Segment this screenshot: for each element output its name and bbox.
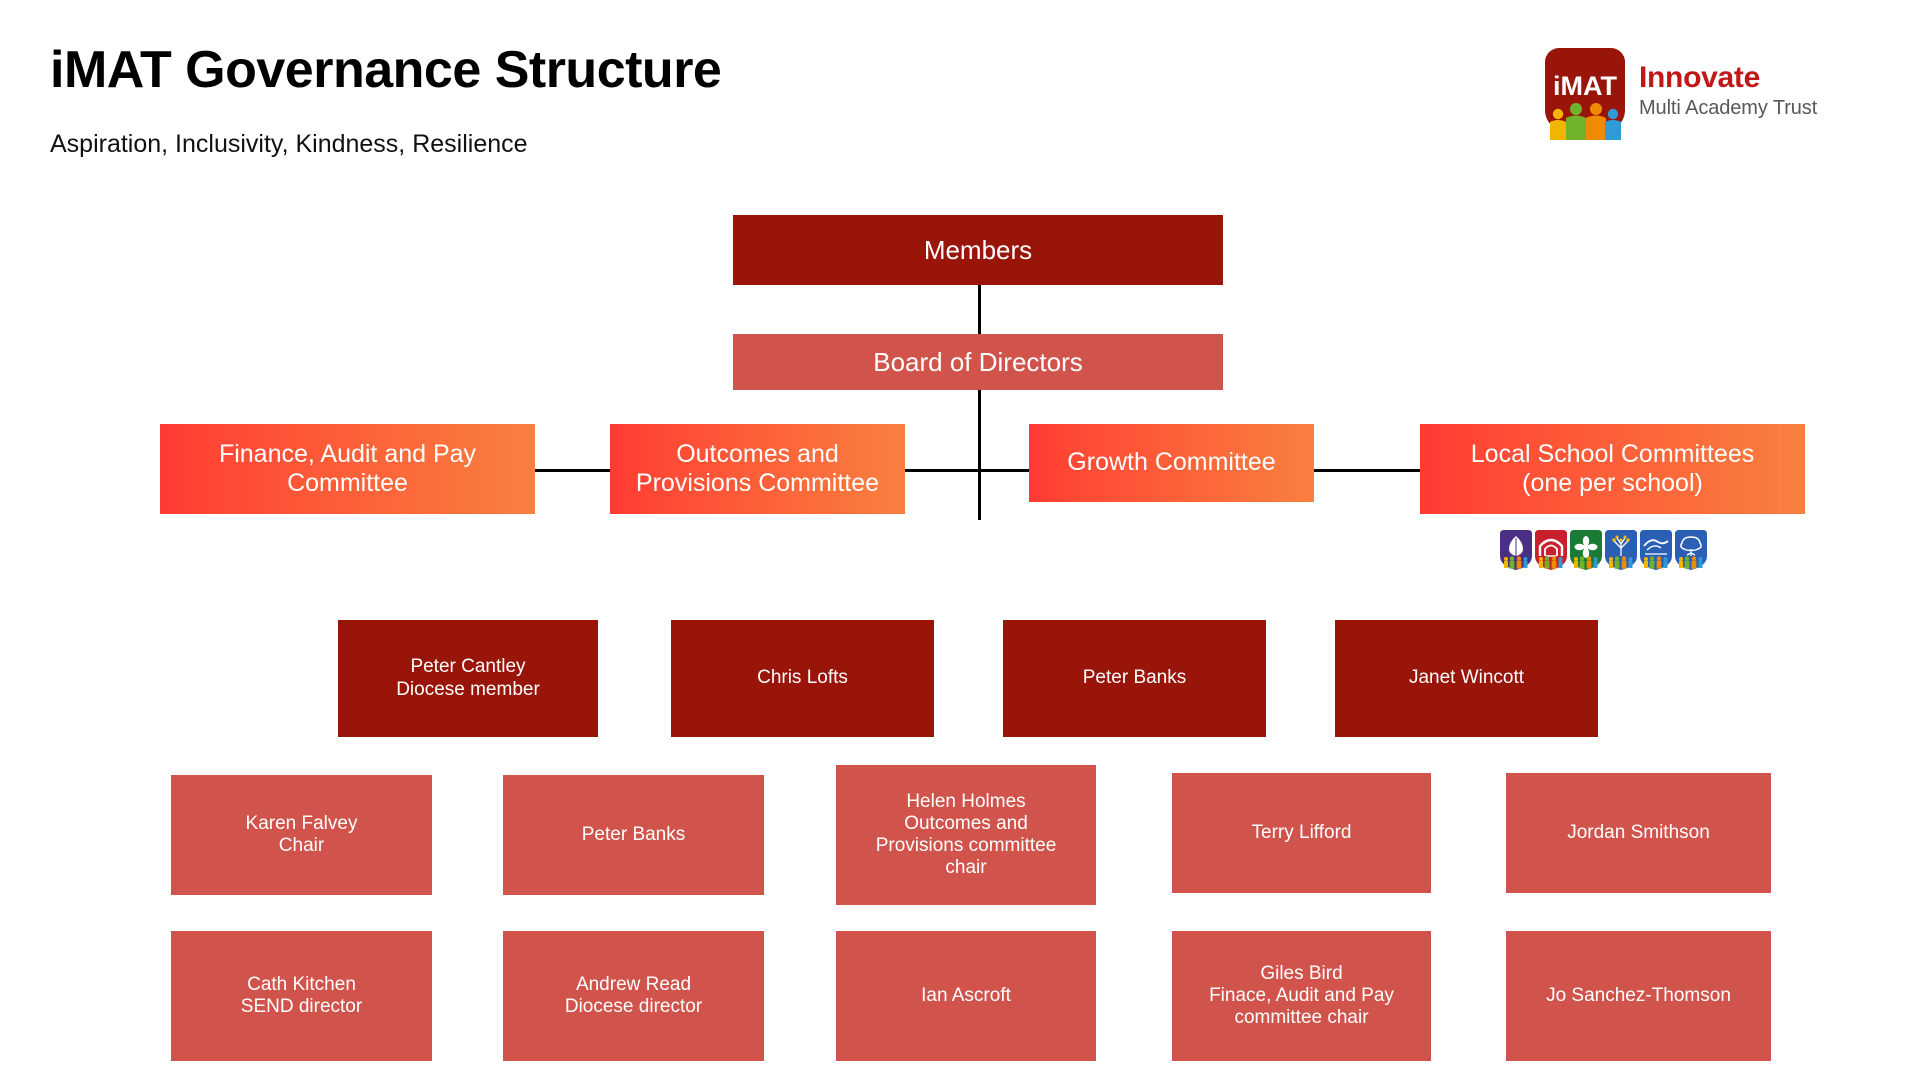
person-name: Jordan Smithson [1567, 821, 1710, 843]
node-board-label: Board of Directors [873, 346, 1083, 377]
person-name: Janet Wincott [1408, 667, 1525, 689]
committee-line-2: Committee [287, 469, 408, 497]
page-title: iMAT Governance Structure [50, 41, 722, 99]
school-crest-oak[interactable] [1675, 530, 1707, 570]
svg-text:iMAT: iMAT [1553, 71, 1617, 101]
school-crests-group [1500, 530, 1707, 570]
node-director-giles-bird[interactable]: Giles Bird Finace, Audit and Pay committ… [1172, 931, 1431, 1061]
node-director-ian-ascroft[interactable]: Ian Ascroft [836, 931, 1096, 1061]
person-role-line-1: Finace, Audit and Pay [1209, 984, 1394, 1006]
node-committee-finance-audit-pay[interactable]: Finance, Audit and Pay Committee [160, 424, 535, 514]
person-role: SEND director [240, 996, 363, 1017]
person-name: Chris Lofts [757, 667, 848, 689]
logo-brand-text: Innovate [1639, 61, 1760, 94]
school-crest-blossom-tree[interactable] [1605, 530, 1637, 570]
school-crest-tunnel[interactable] [1535, 530, 1567, 570]
person-name: Helen Holmes [906, 790, 1026, 812]
person-role-line-1: Outcomes and [904, 812, 1028, 834]
person-name: Cath Kitchen [247, 973, 356, 995]
committee-line-1: Finance, Audit and Pay [218, 439, 477, 468]
node-committee-growth[interactable]: Growth Committee [1029, 424, 1314, 502]
node-director-helen-holmes[interactable]: Helen Holmes Outcomes and Provisions com… [836, 765, 1096, 905]
node-board-of-directors[interactable]: Board of Directors [733, 334, 1223, 390]
node-director-terry-lifford[interactable]: Terry Lifford [1172, 773, 1431, 893]
person-role-line-2: Provisions committee [875, 835, 1057, 856]
node-person-janet-wincott[interactable]: Janet Wincott [1335, 620, 1598, 737]
school-crest-bird[interactable] [1640, 530, 1672, 570]
node-members-label: Members [923, 234, 1033, 265]
connector-fap-to-outcomes [534, 469, 614, 472]
person-name: Peter Banks [581, 823, 686, 845]
node-director-karen-falvey[interactable]: Karen Falvey Chair [171, 775, 432, 895]
connector-growth-to-local [1310, 469, 1420, 472]
person-name: Peter Cantley [410, 656, 526, 678]
person-name: Ian Ascroft [921, 984, 1011, 1006]
imat-shield-icon: iMAT [1545, 48, 1625, 140]
node-person-peter-cantley[interactable]: Peter Cantley Diocese member [338, 620, 598, 737]
person-role-line-3: chair [945, 857, 987, 879]
school-crest-leaf[interactable] [1500, 530, 1532, 570]
person-name: Giles Bird [1260, 962, 1343, 984]
person-name: Andrew Read [575, 973, 692, 995]
connector-outcomes-to-center [905, 469, 983, 472]
node-director-jordan-smithson[interactable]: Jordan Smithson [1506, 773, 1771, 893]
node-director-cath-kitchen[interactable]: Cath Kitchen SEND director [171, 931, 432, 1061]
logo-wordmark: Innovate Multi Academy Trust [1639, 62, 1817, 120]
committee-line-2: Provisions Committee [635, 469, 880, 497]
person-role: Diocese member [396, 678, 540, 700]
person-name: Peter Banks [1082, 667, 1187, 689]
connector-board-to-committees [978, 390, 981, 520]
imat-logo: iMAT Innovate Multi Academy Trust [1545, 48, 1895, 148]
connector-center-to-growth [975, 469, 1031, 472]
person-role-line-2: committee chair [1234, 1007, 1369, 1029]
node-person-chris-lofts[interactable]: Chris Lofts [671, 620, 934, 737]
node-committee-outcomes-provisions[interactable]: Outcomes and Provisions Committee [610, 424, 905, 514]
node-director-jo-sanchez-thomson[interactable]: Jo Sanchez-Thomson [1506, 931, 1771, 1061]
node-director-peter-banks[interactable]: Peter Banks [503, 775, 764, 895]
node-members[interactable]: Members [733, 215, 1223, 285]
person-role: Chair [278, 835, 325, 856]
node-person-peter-banks-member[interactable]: Peter Banks [1003, 620, 1266, 737]
person-name: Jo Sanchez-Thomson [1546, 984, 1731, 1006]
person-name: Terry Lifford [1251, 821, 1352, 843]
node-committee-local-school[interactable]: Local School Committees (one per school) [1420, 424, 1805, 514]
logo-tagline-text: Multi Academy Trust [1639, 96, 1818, 119]
connector-members-to-board [978, 284, 981, 334]
person-name: Karen Falvey [245, 812, 358, 834]
committee-line-1: Local School Committees [1470, 439, 1755, 468]
committee-line-1: Outcomes and [676, 439, 839, 468]
person-role: Diocese director [564, 996, 703, 1017]
page-subtitle: Aspiration, Inclusivity, Kindness, Resil… [50, 130, 528, 158]
node-director-andrew-read[interactable]: Andrew Read Diocese director [503, 931, 764, 1061]
committee-line-1: Growth Committee [1067, 448, 1276, 477]
school-crest-flower[interactable] [1570, 530, 1602, 570]
committee-line-2: (one per school) [1522, 469, 1703, 497]
